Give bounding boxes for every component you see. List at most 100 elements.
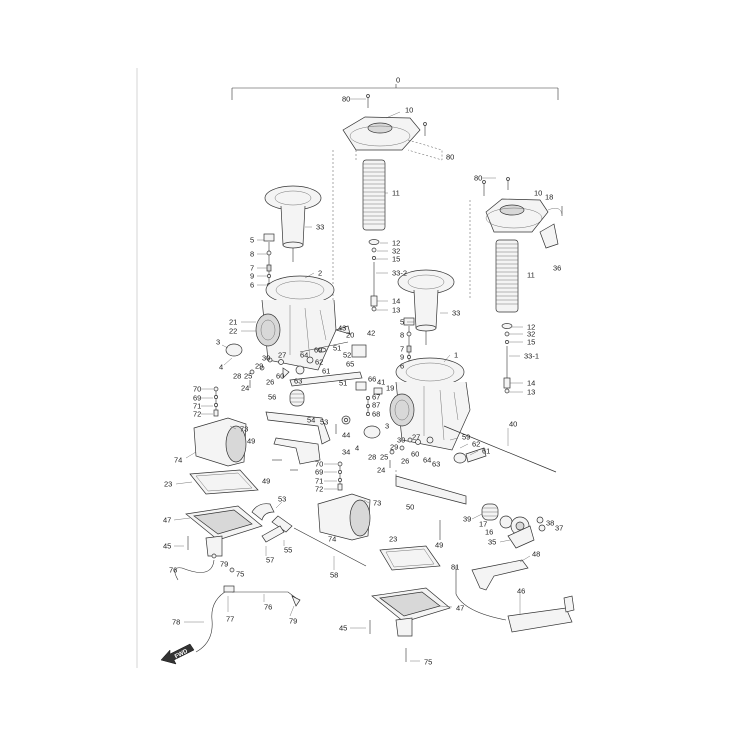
part-label: 9 [250,272,254,281]
part-label: 59 [462,433,470,442]
throttle-pulley [455,503,575,633]
part-label: 1 [454,351,458,360]
part-label: 74 [328,535,336,544]
part-label: 33 [452,309,460,318]
part-label: 5 [250,236,254,245]
part-label: 6 [250,281,254,290]
part-label: 3 [216,338,220,347]
assembly-bracket [231,84,559,100]
part-label: 15 [527,338,535,347]
part-label: 39 [463,515,471,524]
part-label: 71 [193,402,201,411]
part-label: 69 [314,346,322,355]
part-label: 75 [424,658,432,667]
part-label: 48 [532,550,540,559]
part-label: 61 [322,367,330,376]
part-label: 8 [400,331,404,340]
part-label: 38 [546,519,554,528]
part-label: 51 [333,344,341,353]
part-label: 57 [266,556,274,565]
forward-direction-indicator: FWD [160,643,195,665]
part-label: 26 [401,457,409,466]
part-label: 25 [244,372,252,381]
part-label: 70 [193,385,201,394]
part-label: 4 [219,363,223,372]
part-label: 24 [377,466,385,475]
part-label: 52 [343,351,351,360]
part-label: 27 [278,351,286,360]
part-label: 41 [377,378,385,387]
part-label: 12 [392,239,400,248]
carburetor-body-left [221,185,367,388]
part-label: 14 [527,379,535,388]
part-label: 13 [392,306,400,315]
part-label: 46 [517,587,525,596]
part-label: 14 [392,297,400,306]
part-label: 76 [169,566,177,575]
part-label: 21 [229,318,237,327]
part-label: 45 [339,624,347,633]
part-label: 29 [255,362,263,371]
part-label: 81 [451,563,459,572]
part-label: 53 [320,418,328,427]
part-label: 62 [315,358,323,367]
part-label: 49 [247,437,255,446]
part-label: 73 [240,425,248,434]
hoses [174,501,367,653]
part-label: 68 [372,410,380,419]
part-label: 24 [241,384,249,393]
part-label: 29 [390,443,398,452]
part-label: 87 [372,401,380,410]
part-label: 44 [342,431,350,440]
part-label: 64 [300,351,308,360]
part-label: 77 [226,615,234,624]
part-label: 20 [346,331,354,340]
part-label: 65 [346,360,354,369]
part-label: 16 [485,528,493,537]
part-label: 42 [367,329,375,338]
top-cover-left [332,94,443,320]
part-label: 58 [330,571,338,580]
part-label: 66 [368,375,376,384]
part-label: 79 [220,560,228,569]
part-label: 18 [545,193,553,202]
part-label: 35 [488,538,496,547]
part-label: 0 [396,76,400,85]
part-label: 12 [527,323,535,332]
part-label: 63 [432,460,440,469]
part-label: 40 [509,420,517,429]
part-label: 27 [412,433,420,442]
part-label: 79 [289,617,297,626]
part-label: 34 [342,448,350,457]
part-label: 80 [446,153,454,162]
carburetor-body-right [355,269,557,473]
part-label: 55 [284,546,292,555]
part-label: 33-2 [392,269,407,278]
part-label: 47 [456,604,464,613]
part-label: 70 [315,460,323,469]
float-bowl-right [350,545,453,662]
float-bowl-left [173,469,263,557]
part-label: 43 [338,324,346,333]
part-label: 47 [163,516,171,525]
part-label: 25 [380,453,388,462]
top-cover-right [469,177,563,394]
part-label: 72 [193,410,201,419]
part-label: 7 [400,345,404,354]
part-label: 30 [262,354,270,363]
part-label: 74 [174,456,182,465]
part-label: 60 [276,372,284,381]
part-label: 30 [397,436,405,445]
part-label: 73 [373,499,381,508]
part-label: 37 [555,524,563,533]
part-label: 26 [266,378,274,387]
part-label: 19 [386,384,394,393]
part-label: 76 [264,603,272,612]
part-label: 4 [355,444,359,453]
part-label: 50 [406,503,414,512]
part-label: 78 [172,618,180,627]
part-label: 23 [389,535,397,544]
part-label: 75 [236,570,244,579]
